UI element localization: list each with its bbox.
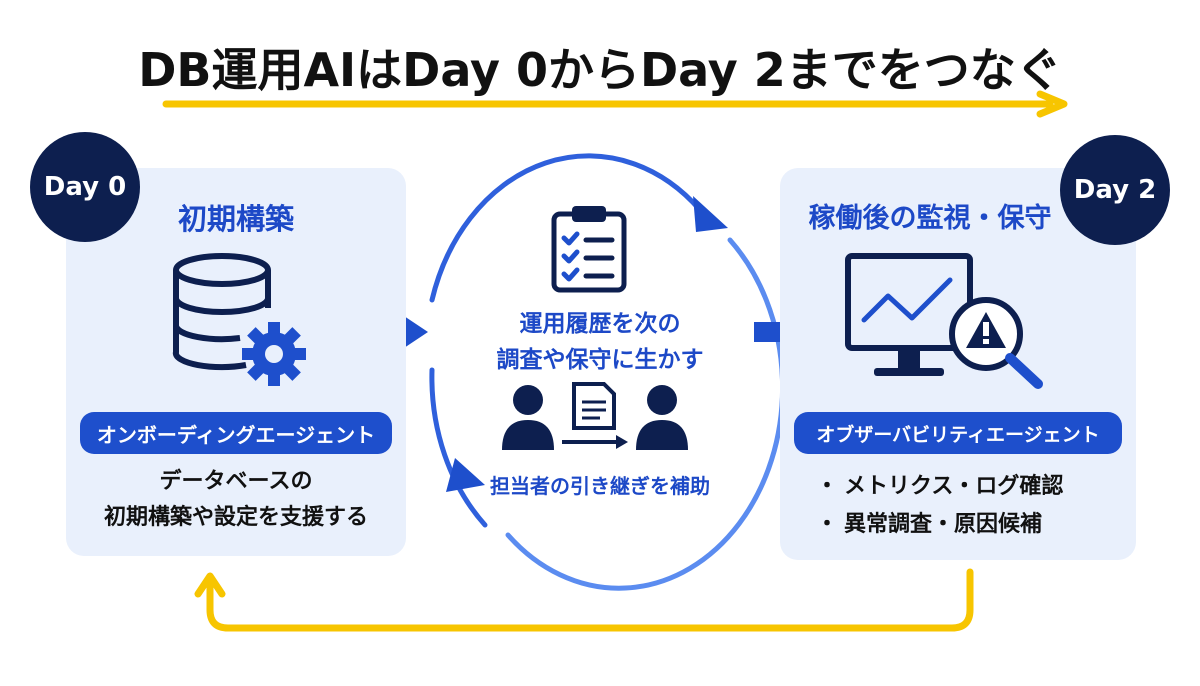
- day2-title: 稼働後の監視・保守: [808, 203, 1052, 234]
- center-main-line: 調査や保守に生かす: [496, 347, 704, 373]
- bottom-return-arrow: [194, 568, 974, 632]
- center-main-text: 運用履歴を次の 調査や保守に生かす: [460, 306, 740, 378]
- day0-title: 初期構築: [177, 202, 294, 236]
- day2-badge: Day 2: [1060, 135, 1170, 245]
- cycle-arrowhead-bottom: [446, 458, 485, 492]
- center-sub-text: 担当者の引き継ぎを補助: [490, 474, 710, 498]
- day2-bullet-item: 異常調査・原因候補: [816, 506, 1063, 544]
- clipboard-checklist-icon: [551, 206, 627, 293]
- day0-description-line: データベースの: [159, 469, 313, 494]
- cycle-ring: [429, 153, 786, 591]
- day0-card: [66, 168, 406, 556]
- database-gear-icon: [172, 253, 306, 386]
- day0-description-line: 初期構築や設定を支援する: [103, 505, 368, 530]
- day0-badge: Day 0: [30, 132, 140, 242]
- handover-people-document-icon: [502, 382, 688, 450]
- day2-bullet-item: メトリクス・ログ確認: [816, 468, 1063, 506]
- observability-agent-label: オブザーバビリティエージェント: [794, 412, 1122, 454]
- top-progress-arrow: [162, 90, 1068, 118]
- center-main-line: 運用履歴を次の: [519, 311, 681, 337]
- day2-bullet-list: メトリクス・ログ確認 異常調査・原因候補: [816, 468, 1063, 544]
- monitor-alert-magnifier-icon: [845, 253, 1043, 389]
- day0-description: データベースの 初期構築や設定を支援する: [66, 464, 406, 536]
- cycle-arrowhead-top: [693, 196, 728, 232]
- diagram-title: DB運用AIはDay 0からDay 2までをつなぐ: [138, 43, 1062, 97]
- onboarding-agent-label: オンボーディングエージェント: [80, 412, 392, 454]
